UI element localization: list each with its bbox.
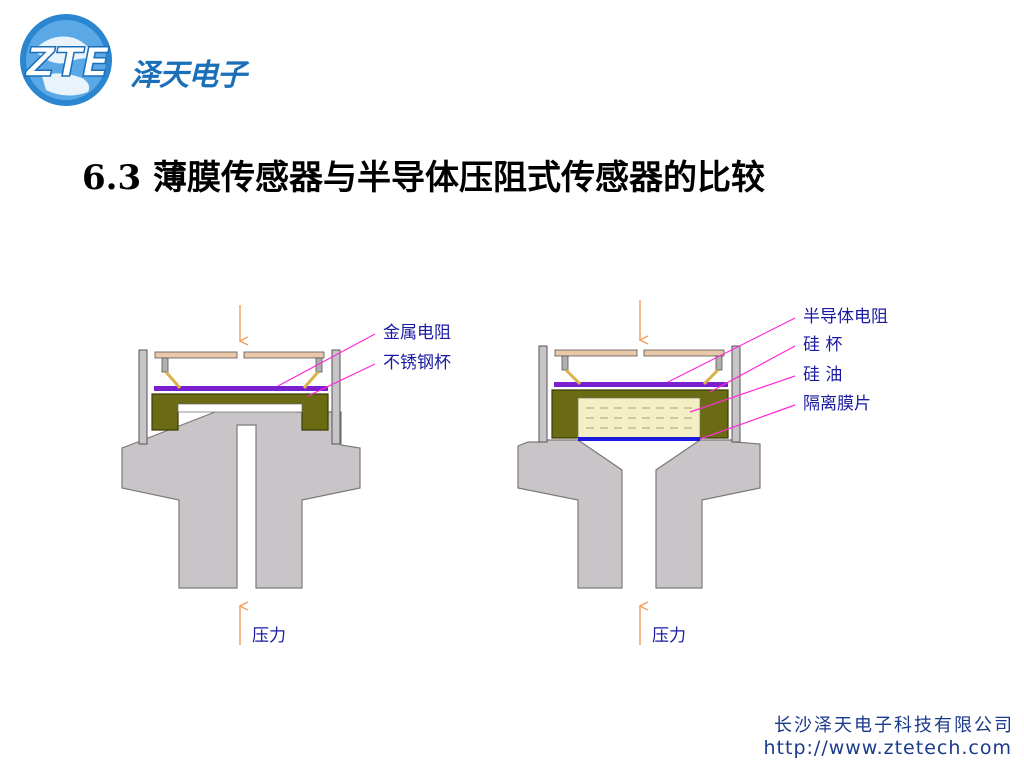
label-isolation-diaphragm: 隔离膜片 — [803, 394, 871, 414]
right-semiconductor-resistor — [554, 382, 728, 387]
globe-icon: ZTE — [20, 14, 112, 106]
label-silicon-cup: 硅 杯 — [803, 335, 842, 355]
label-stainless-cup: 不锈钢杯 — [383, 353, 451, 373]
label-pressure-right: 压力 — [652, 626, 686, 646]
semiconductor-sensor: 半导体电阻 硅 杯 硅 油 隔离膜片 压力 — [517, 300, 888, 646]
page-title: 6.3 薄膜传感器与半导体压阻式传感器的比较 — [82, 158, 765, 198]
logo-mark: ZTE — [24, 40, 110, 86]
left-metal-resistor — [154, 386, 328, 391]
label-silicone-oil: 硅 油 — [803, 365, 842, 385]
label-pressure-left: 压力 — [252, 626, 286, 646]
label-metal-resistor: 金属电阻 — [383, 323, 451, 343]
logo-name: 泽天电子 — [130, 58, 247, 93]
right-silicone-oil — [577, 397, 701, 439]
label-semiconductor-resistor: 半导体电阻 — [803, 307, 888, 327]
footer-url[interactable]: http://www.ztetech.com — [763, 737, 1012, 759]
right-sensor-body — [517, 439, 761, 589]
thin-film-sensor: 金属电阻 不锈钢杯 压力 — [121, 305, 451, 646]
footer-company: 长沙泽天电子科技有限公司 — [774, 715, 1014, 736]
company-logo: ZTE 泽天电子 — [12, 10, 262, 110]
right-isolation-diaphragm — [578, 437, 700, 441]
